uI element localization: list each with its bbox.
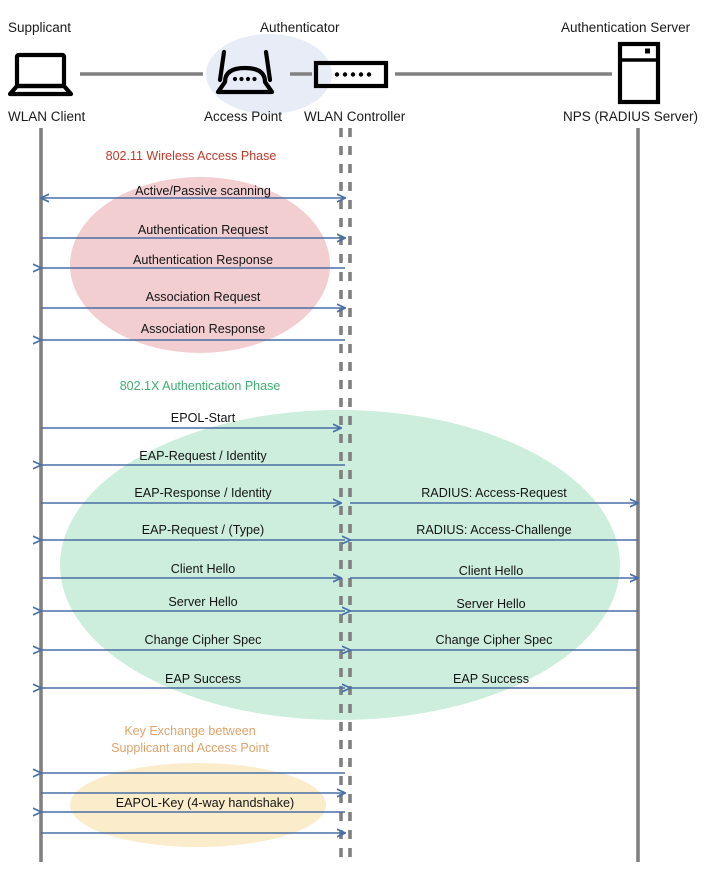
phase-8021x-authentication-title: 802.1X Authentication Phase (119, 379, 281, 393)
msg-eap-response-identity-label: EAP-Response / Identity (134, 486, 272, 500)
message-arrows (41, 198, 638, 833)
msg-eap-success-left-label: EAP Success (164, 672, 242, 686)
role-authenticator: Authenticator (260, 20, 340, 35)
msg-client-hello-left-label: Client Hello (170, 562, 236, 576)
msg-association-request-label: Association Request (145, 290, 261, 304)
msg-eap-request-type-label: EAP-Request / (Type) (141, 523, 265, 537)
server-rack-icon (617, 41, 661, 105)
node-wlan-client-label: WLAN Client (8, 109, 86, 124)
phase-key-exchange-ellipse (70, 763, 326, 847)
wireless-access-point-icon (215, 49, 275, 95)
msg-change-cipher-spec-right-label: Change Cipher Spec (435, 633, 553, 647)
msg-radius-access-request-label: RADIUS: Access-Request (421, 486, 567, 500)
msg-eap-success-right-label: EAP Success (452, 672, 530, 686)
msg-authentication-response-label: Authentication Response (132, 253, 274, 267)
msg-eapol-key-label: EAPOL-Key (4-way handshake) (115, 796, 295, 810)
node-wlan-controller-label: WLAN Controller (304, 109, 406, 124)
msg-change-cipher-spec-left-label: Change Cipher Spec (144, 633, 262, 647)
msg-server-hello-left-label: Server Hello (168, 595, 238, 609)
msg-association-response-label: Association Response (140, 322, 266, 336)
msg-client-hello-right-label: Client Hello (458, 564, 524, 578)
msg-authentication-request-label: Authentication Request (137, 223, 269, 237)
msg-server-hello-right-label: Server Hello (456, 597, 526, 611)
role-authentication-server: Authentication Server (561, 20, 691, 35)
phase-80211-wireless-access-ellipse (70, 177, 330, 353)
msg-active-passive-scanning-label: Active/Passive scanning (135, 184, 271, 198)
network-controller-icon (313, 60, 389, 89)
msg-epol-start-label: EPOL-Start (170, 411, 236, 425)
phase-80211-wireless-access-title: 802.11 Wireless Access Phase (105, 149, 277, 163)
msg-eap-request-identity-label: EAP-Request / Identity (139, 449, 267, 463)
node-access-point-label: Access Point (204, 109, 283, 124)
participant-lifelines (39, 128, 640, 862)
role-supplicant: Supplicant (8, 20, 72, 35)
msg-radius-access-challenge-label: RADIUS: Access-Challenge (416, 523, 572, 537)
node-nps-radius-server-label: NPS (RADIUS Server) (563, 109, 699, 124)
laptop-icon (7, 52, 74, 97)
